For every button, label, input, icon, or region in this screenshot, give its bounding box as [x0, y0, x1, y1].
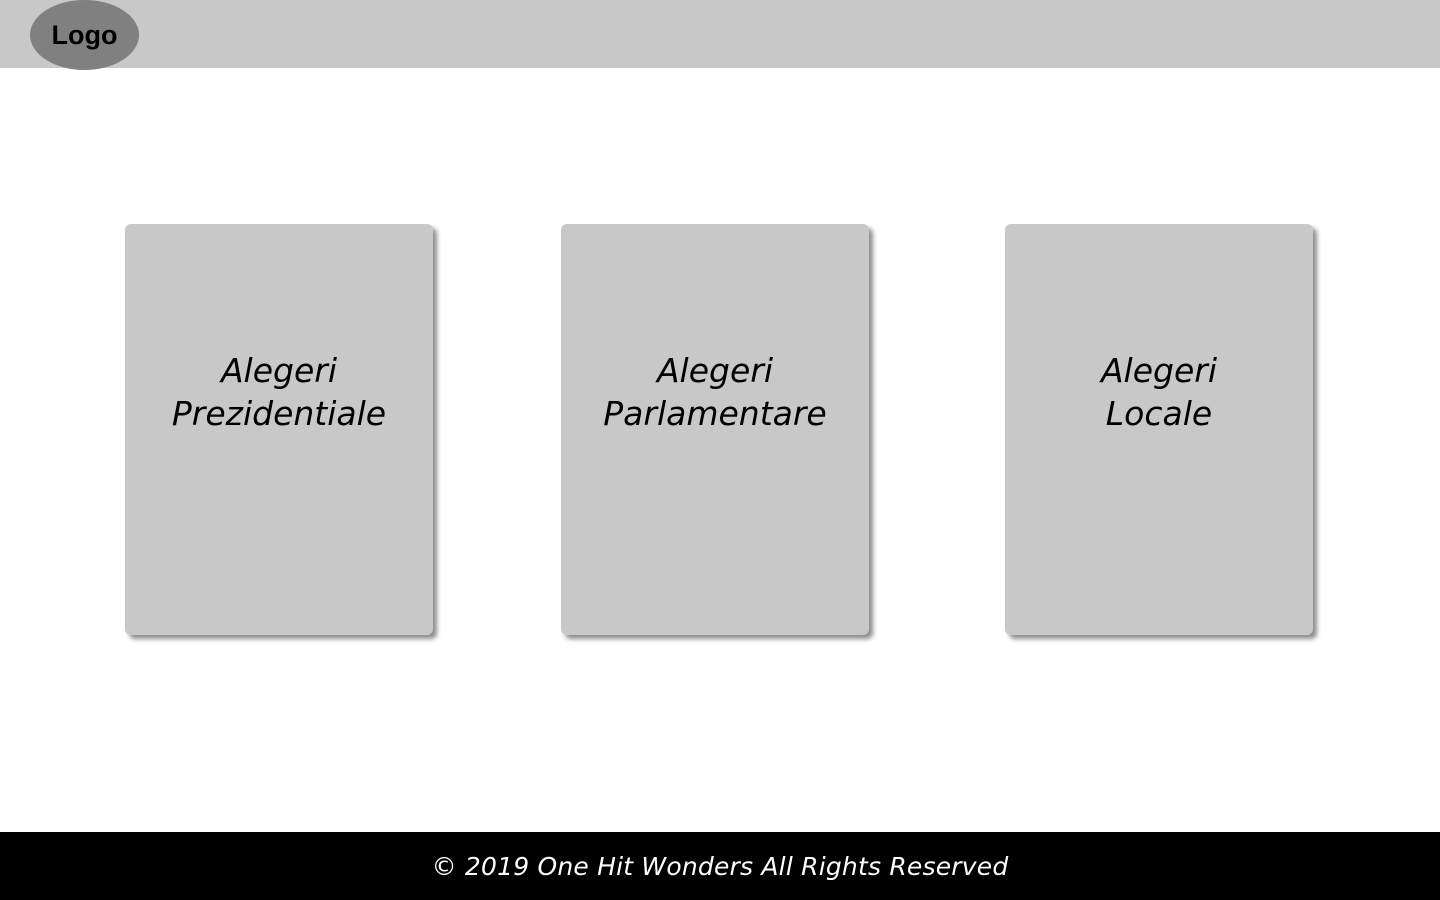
- logo[interactable]: Logo: [30, 0, 139, 70]
- card-local-elections[interactable]: Alegeri Locale: [1005, 224, 1313, 635]
- copyright-text: © 2019 One Hit Wonders All Rights Reserv…: [431, 851, 1009, 881]
- card-presidential-elections[interactable]: Alegeri Prezidentiale: [125, 224, 433, 635]
- card-parliamentary-elections[interactable]: Alegeri Parlamentare: [561, 224, 869, 635]
- card-title-line1: Alegeri: [220, 351, 338, 390]
- card-title: Alegeri Parlamentare: [603, 349, 826, 435]
- card-title-line2: Prezidentiale: [171, 394, 387, 433]
- footer-bar: © 2019 One Hit Wonders All Rights Reserv…: [0, 832, 1440, 900]
- card-title-line2: Locale: [1105, 394, 1213, 433]
- card-title-line1: Alegeri: [1100, 351, 1218, 390]
- card-title: Alegeri Locale: [1101, 349, 1217, 435]
- header-bar: Logo: [0, 0, 1440, 70]
- card-title-line2: Parlamentare: [603, 394, 827, 433]
- card-title-line1: Alegeri: [656, 351, 774, 390]
- card-title: Alegeri Prezidentiale: [172, 349, 386, 435]
